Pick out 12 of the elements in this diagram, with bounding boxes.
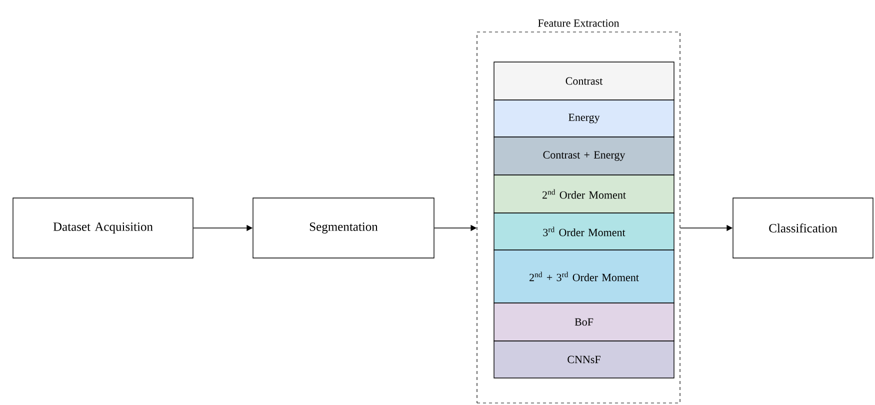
feature-box: Energy bbox=[494, 100, 674, 138]
feature-box: 2$^{nd}$ Order Moment bbox=[494, 174, 674, 214]
process-box: Dataset Acquisition bbox=[12, 198, 194, 258]
process-box: Segmentation bbox=[252, 198, 434, 258]
process-box: Classification bbox=[732, 198, 874, 258]
feature-box: 2$^{nd}$ + 3$^{rd}$ Order Moment bbox=[494, 250, 674, 304]
feature-box: BoF bbox=[494, 302, 674, 342]
feature-box: 3$^{rd}$ Order Moment bbox=[494, 212, 674, 250]
feature-box: Contrast bbox=[494, 62, 674, 100]
node-label: Feature Extraction bbox=[538, 19, 620, 27]
feature-box: Contrast + Energy bbox=[494, 136, 674, 176]
feature-box: CNNsF bbox=[494, 340, 674, 378]
